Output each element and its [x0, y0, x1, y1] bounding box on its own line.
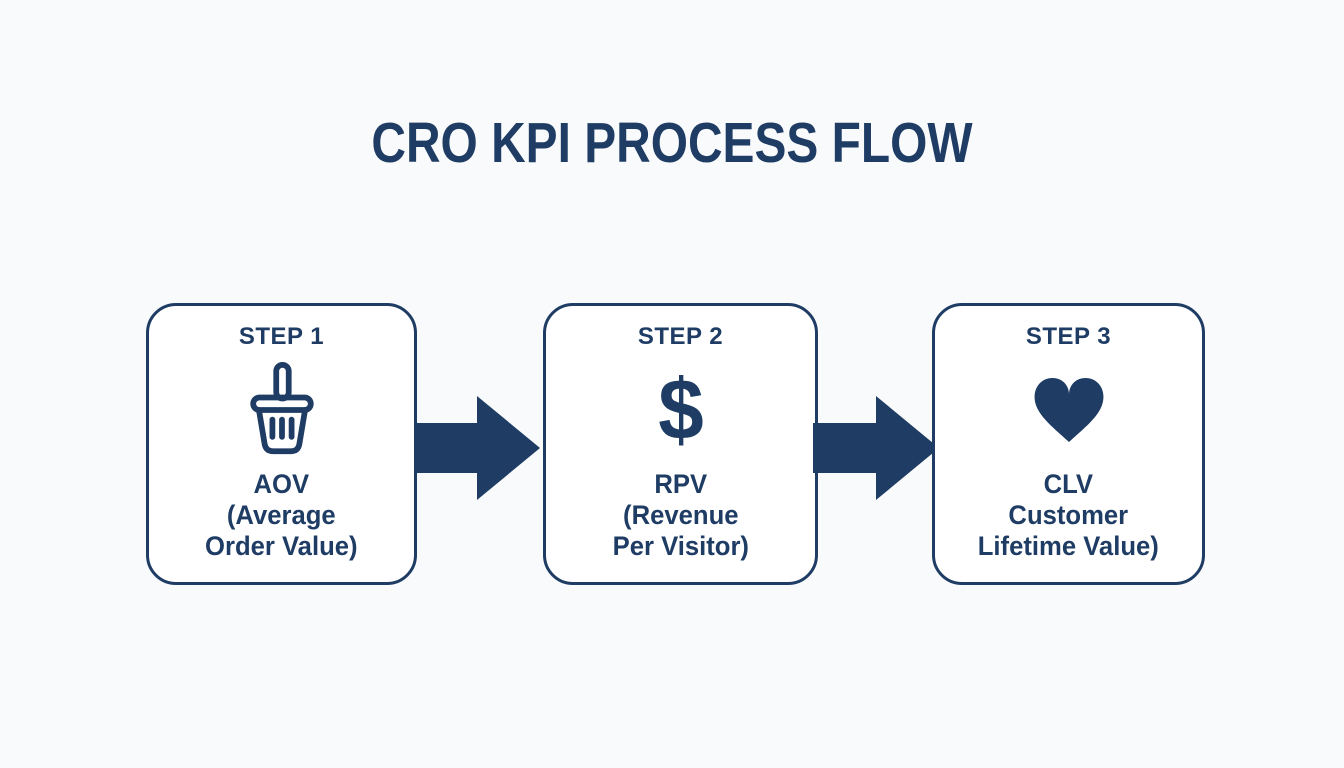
- step-icon-wrap: [234, 351, 330, 469]
- arrow-right-icon: [414, 396, 540, 500]
- metric-line: Customer: [1008, 500, 1129, 530]
- step-label: STEP 2: [637, 323, 724, 350]
- metric-line: AOV: [253, 469, 310, 499]
- metric-line: (Revenue: [622, 500, 739, 530]
- metric-line: Order Value): [205, 531, 358, 561]
- step-card-2: STEP 2 $ RPV (Revenue Per Visitor): [543, 303, 818, 585]
- step-metric-lines: CLV Customer Lifetime Value): [978, 469, 1159, 562]
- metric-line: RPV: [654, 469, 707, 499]
- basket-icon: [249, 362, 314, 455]
- step-card-1: STEP 1 AOV (Average Order Value): [146, 303, 417, 585]
- metric-line: CLV: [1043, 469, 1094, 499]
- heart-icon: [1034, 378, 1103, 442]
- step-card-3: STEP 3 CLV Customer Lifetime Value): [932, 303, 1205, 585]
- metric-line: (Average: [227, 500, 336, 530]
- arrow-right-icon: [813, 396, 939, 500]
- step-metric-lines: AOV (Average Order Value): [205, 469, 358, 562]
- step-label: STEP 1: [238, 323, 325, 350]
- page-title: CRO KPI PROCESS FLOW: [371, 111, 973, 175]
- step-icon-wrap: [1028, 351, 1110, 469]
- step-icon-wrap: $: [657, 351, 705, 469]
- step-metric-lines: RPV (Revenue Per Visitor): [612, 469, 748, 562]
- metric-line: Lifetime Value): [977, 531, 1160, 561]
- metric-line: Per Visitor): [612, 531, 749, 561]
- step-label: STEP 3: [1025, 323, 1112, 350]
- dollar-icon: $: [657, 362, 704, 458]
